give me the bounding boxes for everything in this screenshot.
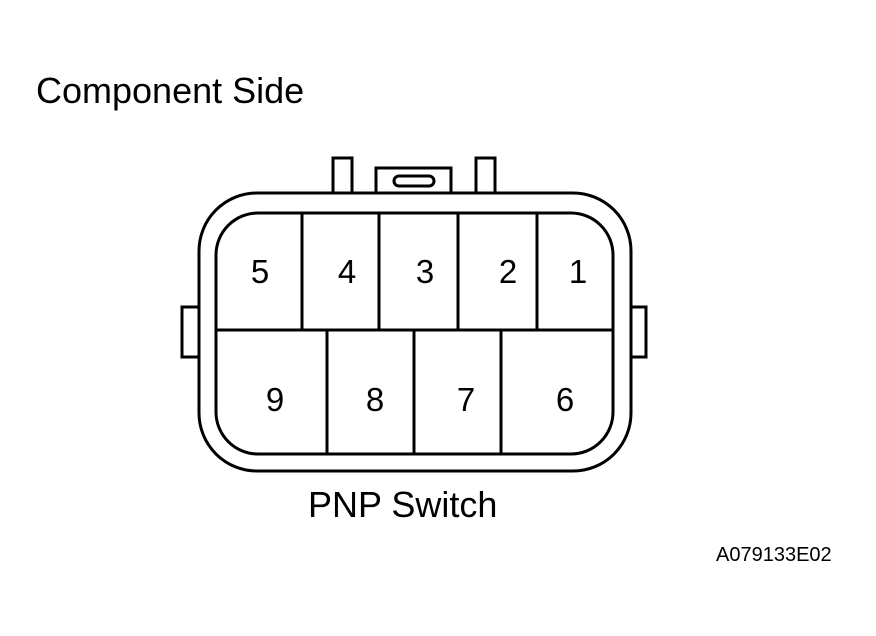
pin-label: 9	[266, 381, 284, 418]
figure-code: A079133E02	[716, 544, 832, 566]
pin-label: 6	[556, 381, 574, 418]
top-lock-latch	[374, 166, 453, 193]
connector-housing-outer	[197, 191, 633, 473]
top-left-tab	[331, 156, 354, 193]
top-right-tab	[474, 156, 497, 193]
pin-label: 7	[457, 381, 475, 418]
pin-label: 2	[499, 253, 517, 290]
right-side-tab	[630, 305, 648, 359]
pin-label: 1	[569, 253, 587, 290]
component-side-heading: Component Side	[36, 70, 305, 111]
pin-label: 8	[366, 381, 384, 418]
pin-label: 3	[416, 253, 434, 290]
left-side-tab	[180, 305, 199, 359]
connector-caption: PNP Switch	[308, 484, 498, 525]
pin-label: 4	[338, 253, 356, 290]
pin-label: 5	[251, 253, 269, 290]
latch-slot	[392, 174, 436, 188]
